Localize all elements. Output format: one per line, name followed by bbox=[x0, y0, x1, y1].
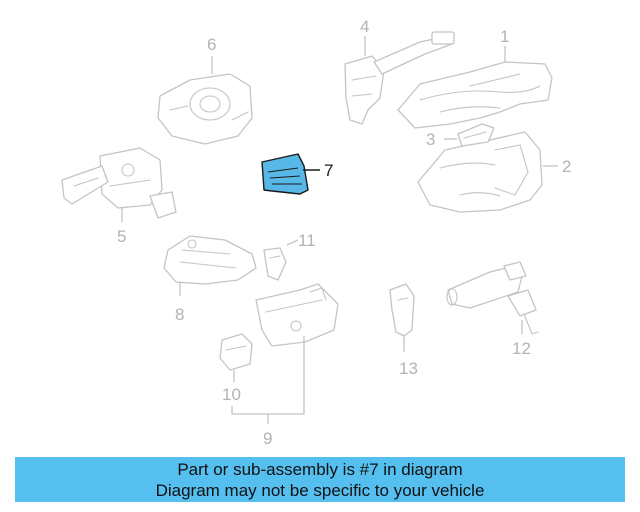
callout-1: 1 bbox=[500, 27, 509, 46]
callout-7: 7 bbox=[324, 161, 333, 180]
part-12-lock-cylinder-key bbox=[446, 261, 539, 335]
part-2-lower-cover bbox=[417, 131, 543, 213]
banner-line-1: Part or sub-assembly is #7 in diagram bbox=[177, 460, 463, 479]
info-banner: Part or sub-assembly is #7 in diagram Di… bbox=[15, 457, 625, 502]
part-6-clock-spring bbox=[157, 73, 253, 145]
part-9-lock-housing bbox=[255, 283, 339, 347]
callout-4: 4 bbox=[360, 17, 369, 36]
callout-9: 9 bbox=[263, 429, 272, 448]
parts-diagram: 1 2 3 4 5 6 bbox=[61, 17, 571, 448]
callout-6: 6 bbox=[207, 35, 216, 54]
part-13-trim-cover bbox=[389, 283, 415, 337]
callout-13: 13 bbox=[399, 359, 418, 378]
callout-2: 2 bbox=[562, 157, 571, 176]
callout-12: 12 bbox=[512, 339, 531, 358]
part-1-upper-cover bbox=[397, 61, 553, 129]
callout-11: 11 bbox=[298, 231, 316, 250]
part-4-wiper-switch bbox=[344, 31, 455, 125]
part-11-bracket bbox=[263, 247, 287, 281]
part-5-turn-signal-switch bbox=[61, 147, 177, 219]
part-8-switch-housing bbox=[163, 235, 257, 285]
callout-5: 5 bbox=[117, 227, 126, 246]
callout-3: 3 bbox=[426, 130, 435, 149]
part-7-module-highlighted bbox=[261, 153, 309, 195]
callout-10: 10 bbox=[222, 385, 241, 404]
callout-8: 8 bbox=[175, 305, 184, 324]
part-10-small-switch bbox=[219, 333, 253, 371]
banner-line-2: Diagram may not be specific to your vehi… bbox=[155, 481, 485, 500]
part-3-clip bbox=[457, 123, 495, 147]
